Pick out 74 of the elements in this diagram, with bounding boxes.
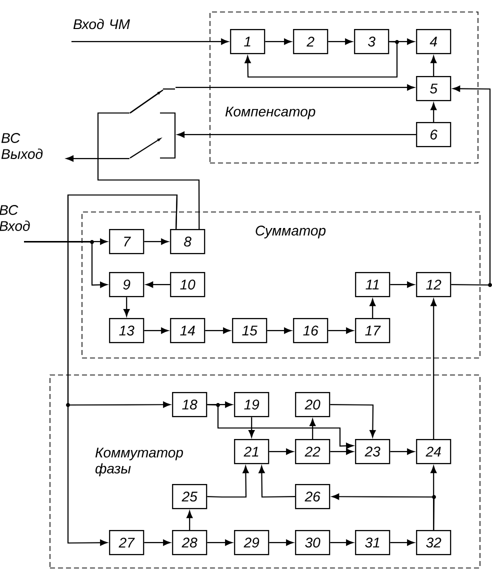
arrow bbox=[244, 41, 398, 78]
numbered-box: 18 bbox=[172, 392, 208, 418]
numbered-box: 9 bbox=[109, 272, 144, 298]
arrow bbox=[430, 56, 437, 76]
arrow bbox=[146, 282, 170, 288]
numbered-box: 4 bbox=[416, 29, 452, 54]
numbered-box: 20 bbox=[295, 392, 330, 418]
arrow bbox=[430, 102, 437, 122]
arrow bbox=[71, 38, 228, 45]
arrow bbox=[248, 417, 255, 438]
arrow bbox=[66, 155, 130, 162]
arrow bbox=[310, 418, 316, 440]
arrow bbox=[328, 38, 352, 45]
numbered-box: 10 bbox=[170, 272, 206, 298]
numbered-box: 19 bbox=[234, 392, 270, 418]
arrow bbox=[205, 328, 230, 334]
arrow bbox=[267, 328, 292, 334]
numbered-box: 8 bbox=[170, 229, 206, 254]
arrow bbox=[207, 540, 232, 546]
numbered-box: 11 bbox=[355, 272, 390, 298]
arrow bbox=[144, 238, 168, 245]
arrow bbox=[370, 298, 376, 318]
numbered-box: 3 bbox=[354, 29, 390, 54]
switch-drawing bbox=[130, 88, 176, 159]
arrow bbox=[451, 86, 491, 286]
numbered-box: 24 bbox=[416, 439, 452, 464]
numbered-box: 16 bbox=[293, 318, 328, 344]
numbered-box: 7 bbox=[109, 229, 144, 254]
numbered-box: 27 bbox=[109, 530, 144, 556]
numbered-box: 22 bbox=[295, 439, 330, 464]
numbered-box: 5 bbox=[416, 76, 452, 102]
arrow bbox=[176, 84, 414, 91]
numbered-box: 14 bbox=[170, 318, 206, 344]
numbered-box: 25 bbox=[172, 484, 208, 510]
numbered-box: 2 bbox=[293, 29, 328, 54]
arrow bbox=[269, 448, 294, 455]
arrow bbox=[258, 466, 296, 498]
signal-label: ВС Выход bbox=[1, 133, 43, 159]
arrow bbox=[330, 448, 354, 455]
signal-label: Вход ЧМ bbox=[73, 18, 130, 30]
numbered-box: 26 bbox=[295, 484, 330, 510]
numbered-box: 32 bbox=[416, 530, 452, 556]
arrow bbox=[328, 328, 354, 334]
arrow bbox=[24, 238, 108, 245]
numbered-box: 28 bbox=[172, 530, 208, 556]
numbered-box: 30 bbox=[295, 530, 330, 556]
arrow bbox=[390, 540, 414, 546]
arrow bbox=[390, 448, 414, 455]
arrow bbox=[124, 297, 130, 316]
arrow bbox=[144, 540, 170, 546]
arrow bbox=[265, 38, 292, 45]
numbered-box: 21 bbox=[234, 439, 270, 464]
arrow bbox=[330, 540, 354, 546]
arrow bbox=[207, 466, 249, 498]
arrow bbox=[269, 540, 294, 546]
numbered-box: 17 bbox=[355, 318, 390, 344]
arrow bbox=[144, 328, 168, 334]
numbered-box: 1 bbox=[230, 29, 266, 54]
arrow bbox=[330, 404, 376, 438]
arrow bbox=[177, 132, 416, 138]
arrow bbox=[186, 510, 193, 530]
numbered-box: 6 bbox=[416, 122, 452, 148]
arrow bbox=[430, 298, 437, 440]
arrow bbox=[332, 494, 435, 530]
numbered-box: 12 bbox=[416, 272, 452, 298]
arrow bbox=[390, 282, 414, 288]
numbered-box: 15 bbox=[232, 318, 268, 344]
arrow bbox=[67, 194, 178, 546]
numbered-box: 31 bbox=[355, 530, 390, 556]
numbered-box: 13 bbox=[109, 318, 144, 344]
arrow bbox=[24, 241, 108, 288]
numbered-box: 29 bbox=[234, 530, 270, 556]
numbered-box: 23 bbox=[355, 439, 390, 464]
arrow bbox=[207, 404, 354, 449]
